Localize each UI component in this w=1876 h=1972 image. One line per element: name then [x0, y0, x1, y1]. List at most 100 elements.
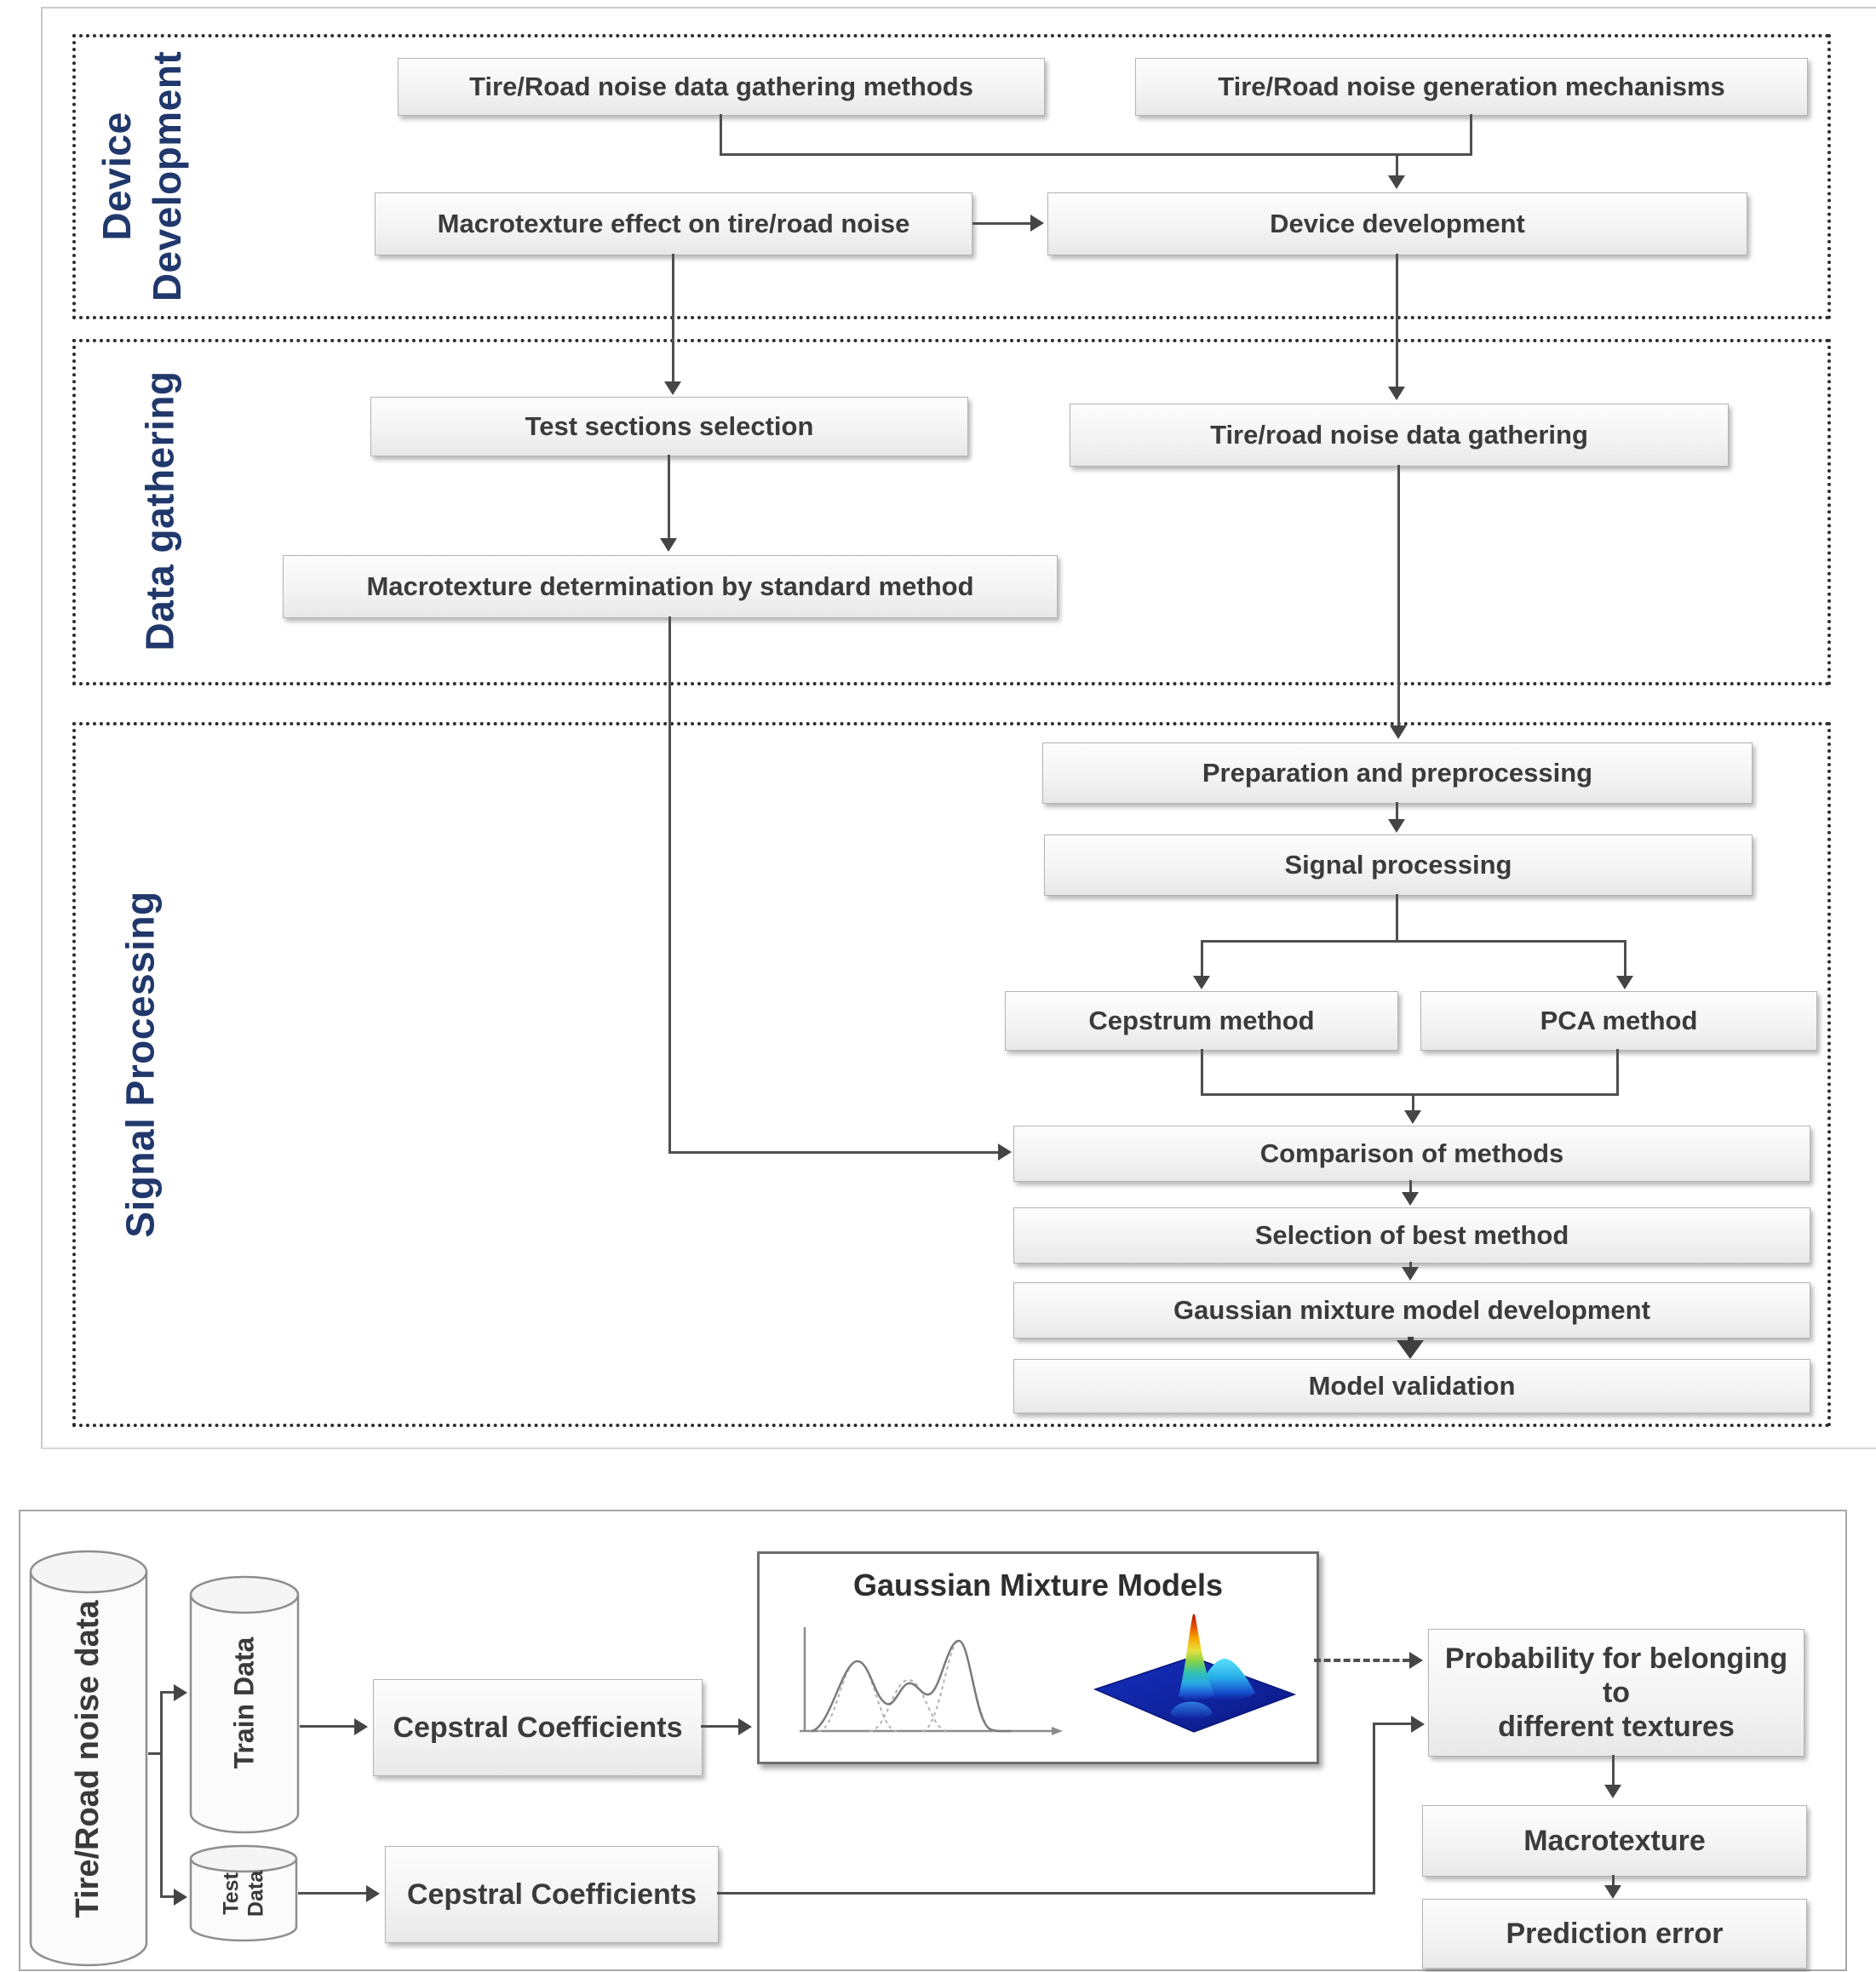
section-label-line1: Device	[95, 112, 140, 241]
gmm-title: Gaussian Mixture Models	[852, 1568, 1224, 1602]
connector	[1397, 465, 1400, 725]
figure1-frame-top	[41, 7, 1876, 9]
connector	[1409, 1180, 1412, 1194]
box-pca-method: PCA method	[1420, 991, 1817, 1051]
section-device-development	[72, 34, 1831, 319]
connector	[1396, 894, 1398, 942]
connector	[1616, 1049, 1619, 1096]
connector	[720, 114, 722, 155]
dashed-connector	[1314, 1659, 1409, 1662]
arrowhead	[1409, 1652, 1423, 1669]
box-cepstrum-method: Cepstrum method	[1005, 991, 1398, 1051]
connector	[1412, 1095, 1414, 1110]
arrowhead	[1388, 175, 1405, 189]
box-noise-data-gathering: Tire/road noise data gathering	[1070, 404, 1729, 467]
connector	[972, 222, 1034, 225]
section-label-signal-processing: Signal Processing	[118, 891, 163, 1238]
connector	[160, 1691, 175, 1694]
cylinder-test-label: Test Data	[219, 1871, 268, 1917]
arrowhead	[174, 1889, 187, 1906]
gaussian-mixture-models-panel: Gaussian Mixture Models	[757, 1551, 1319, 1764]
cylinder-source-label: Tire/Road noise data	[70, 1600, 106, 1918]
cylinder-test-line2: Data	[244, 1870, 267, 1918]
connector	[668, 616, 671, 1154]
box-probability: Probability for belonging to different t…	[1428, 1629, 1804, 1757]
connector	[1612, 1755, 1615, 1787]
arrowhead	[1030, 215, 1044, 232]
cylinder-train	[189, 1575, 300, 1834]
section-label-line2: Development	[145, 50, 189, 302]
arrowhead	[1388, 819, 1405, 833]
cylinder-source	[29, 1550, 148, 1967]
connector	[668, 455, 670, 538]
gmm-3d-surface-plot	[1093, 1614, 1297, 1733]
section-label-data-gathering: Data gathering	[137, 370, 182, 651]
box-cepstral-train: Cepstral Coefficients	[373, 1679, 703, 1776]
connector	[160, 1895, 175, 1898]
connector	[672, 254, 674, 381]
box-macrotexture: Macrotexture	[1422, 1805, 1807, 1877]
arrowhead	[664, 381, 681, 395]
arrowhead	[1411, 1716, 1425, 1733]
cylinder-test	[189, 1844, 298, 1942]
connector	[1470, 114, 1472, 155]
arrowhead	[354, 1718, 368, 1735]
box-cepstral-test: Cepstral Coefficients	[385, 1846, 719, 1943]
arrowhead	[1616, 976, 1633, 989]
gmm-1d-plot	[800, 1627, 1063, 1735]
connector	[1396, 155, 1398, 177]
probability-line2: different textures	[1498, 1711, 1735, 1744]
box-gmm-development: Gaussian mixture model development	[1013, 1282, 1810, 1339]
box-device-development: Device development	[1047, 192, 1747, 255]
box-signal-processing: Signal processing	[1044, 834, 1753, 896]
connector	[1373, 1723, 1375, 1895]
connector	[1373, 1723, 1414, 1725]
box-comparison: Comparison of methods	[1013, 1126, 1810, 1182]
connector	[1201, 1093, 1619, 1096]
connector	[160, 1691, 163, 1898]
probability-label: Probability for belonging to different t…	[1429, 1642, 1804, 1744]
arrowhead	[1397, 1340, 1424, 1359]
arrowhead	[1402, 1192, 1419, 1206]
box-preparation: Preparation and preprocessing	[1042, 742, 1753, 804]
connector	[1409, 1262, 1412, 1269]
arrowhead	[174, 1684, 187, 1701]
arrowhead	[660, 538, 677, 552]
box-test-sections: Test sections selection	[370, 397, 968, 456]
connector	[1624, 940, 1626, 977]
box-generation-mechanisms: Tire/Road noise generation mechanisms	[1135, 58, 1808, 116]
section-label-device-development: Device Development	[92, 51, 192, 301]
arrowhead	[1193, 976, 1210, 989]
box-model-validation: Model validation	[1013, 1359, 1810, 1413]
arrowhead	[1390, 725, 1407, 739]
arrowhead	[1402, 1267, 1419, 1281]
box-gathering-methods: Tire/Road noise data gathering methods	[398, 58, 1045, 116]
section-data-gathering	[72, 339, 1831, 685]
arrowhead	[1404, 1110, 1421, 1124]
arrowhead	[1604, 1885, 1621, 1899]
arrowhead	[738, 1718, 752, 1735]
connector	[1396, 802, 1398, 821]
box-prediction-error: Prediction error	[1422, 1899, 1807, 1969]
connector	[148, 1752, 162, 1755]
box-macrotexture-effect: Macrotexture effect on tire/road noise	[375, 192, 972, 255]
connector	[720, 153, 1472, 156]
connector	[1201, 940, 1626, 943]
box-selection: Selection of best method	[1013, 1207, 1810, 1264]
figure1-frame-left	[41, 7, 43, 1449]
connector	[1612, 1875, 1615, 1887]
arrowhead	[998, 1144, 1012, 1161]
connector	[1201, 940, 1203, 977]
connector	[298, 1892, 368, 1895]
cylinder-test-line1: Test	[219, 1872, 244, 1915]
connector	[668, 1151, 1001, 1154]
connector	[717, 1892, 1374, 1895]
connector	[300, 1725, 358, 1728]
arrowhead	[1388, 387, 1405, 400]
section-signal-processing	[72, 722, 1831, 1427]
connector	[1396, 254, 1398, 387]
cylinder-train-label: Train Data	[228, 1637, 260, 1769]
arrowhead	[1604, 1785, 1621, 1798]
arrowhead	[366, 1885, 380, 1902]
